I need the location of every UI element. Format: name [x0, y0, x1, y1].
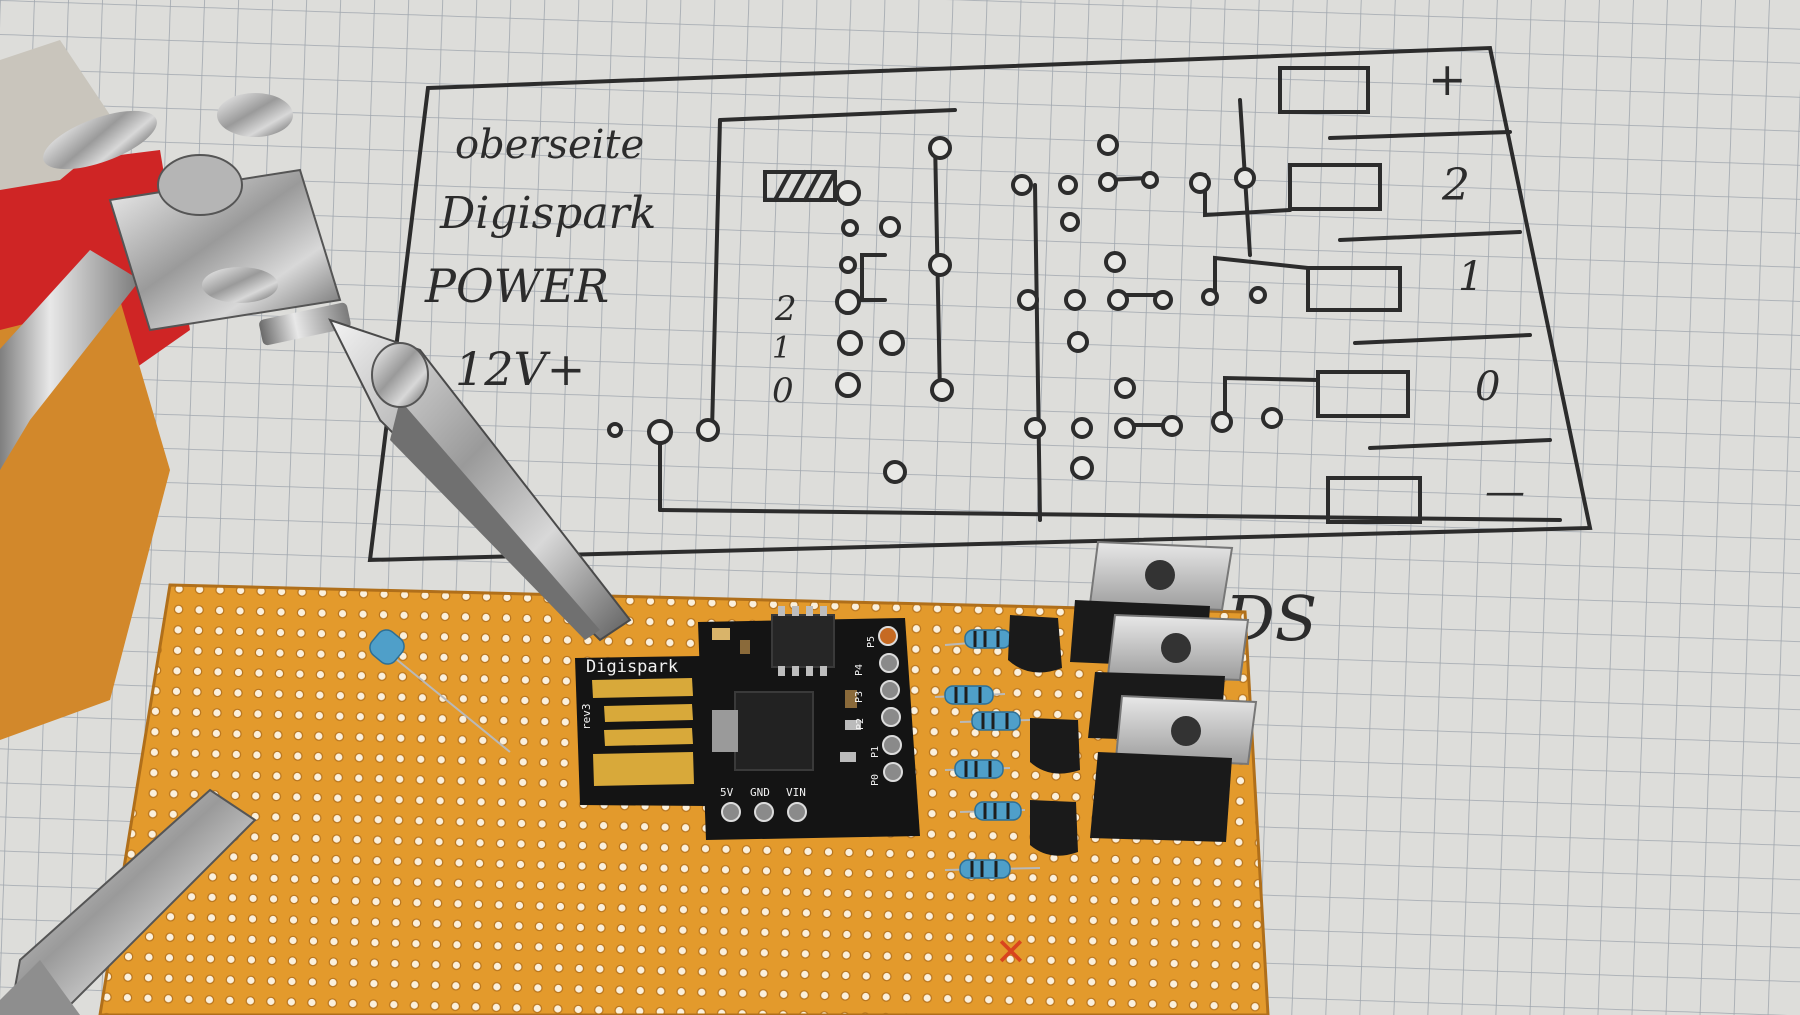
pin-label-p5: P5: [866, 636, 877, 648]
mosfets: [1070, 540, 1258, 842]
transistors: [1008, 615, 1080, 856]
usb-contact-3: [604, 728, 693, 746]
sketch-pin-0: 0: [772, 371, 794, 411]
voltage-regulator: [734, 691, 814, 771]
usb-contact-2: [604, 704, 693, 722]
pin-label-p4: P4: [854, 664, 865, 676]
sketch-pin-1: 1: [772, 331, 791, 366]
pin-label-p2: P2: [855, 718, 866, 730]
sketch-label-power: POWER: [424, 259, 609, 313]
sketch-channel-1: 1: [1458, 254, 1483, 300]
usb-contact-1: [592, 678, 693, 698]
resistors: [369, 629, 1041, 879]
pin-label-p1: P1: [870, 746, 881, 758]
sketch-label-oberseite: oberseite: [455, 122, 644, 168]
pin-label-p0: P0: [870, 774, 881, 786]
svg-text:✕: ✕: [995, 930, 1027, 974]
attiny-chip: [771, 614, 835, 668]
header-pins-right: [878, 626, 903, 782]
digispark-board: Digispark rev3 P5 P4 P3 P2 P1 P0 5V GND …: [575, 606, 920, 840]
pin-label-5v: 5V: [720, 786, 734, 799]
sketch-pin-2: 2: [774, 289, 797, 329]
board-brand-label: Digispark: [586, 657, 678, 677]
board-revision-label: rev3: [580, 704, 593, 731]
pin-label-vin: VIN: [786, 786, 806, 799]
sketch-channel-2: 2: [1441, 160, 1470, 211]
pin-label-gnd: GND: [750, 786, 770, 799]
sketch-channel-plus: +: [1428, 52, 1467, 106]
header-pins-bottom: [721, 802, 807, 822]
sketch-channel-minus: —: [1485, 469, 1525, 515]
pin-label-p3: P3: [854, 691, 865, 703]
sketch-label-12v: 12V+: [455, 342, 585, 396]
sketch-label-digispark: Digispark: [439, 188, 656, 239]
sketch-channel-0: 0: [1475, 364, 1500, 410]
usb-contact-4: [593, 752, 694, 786]
helping-hand-clamp: [0, 93, 632, 1015]
